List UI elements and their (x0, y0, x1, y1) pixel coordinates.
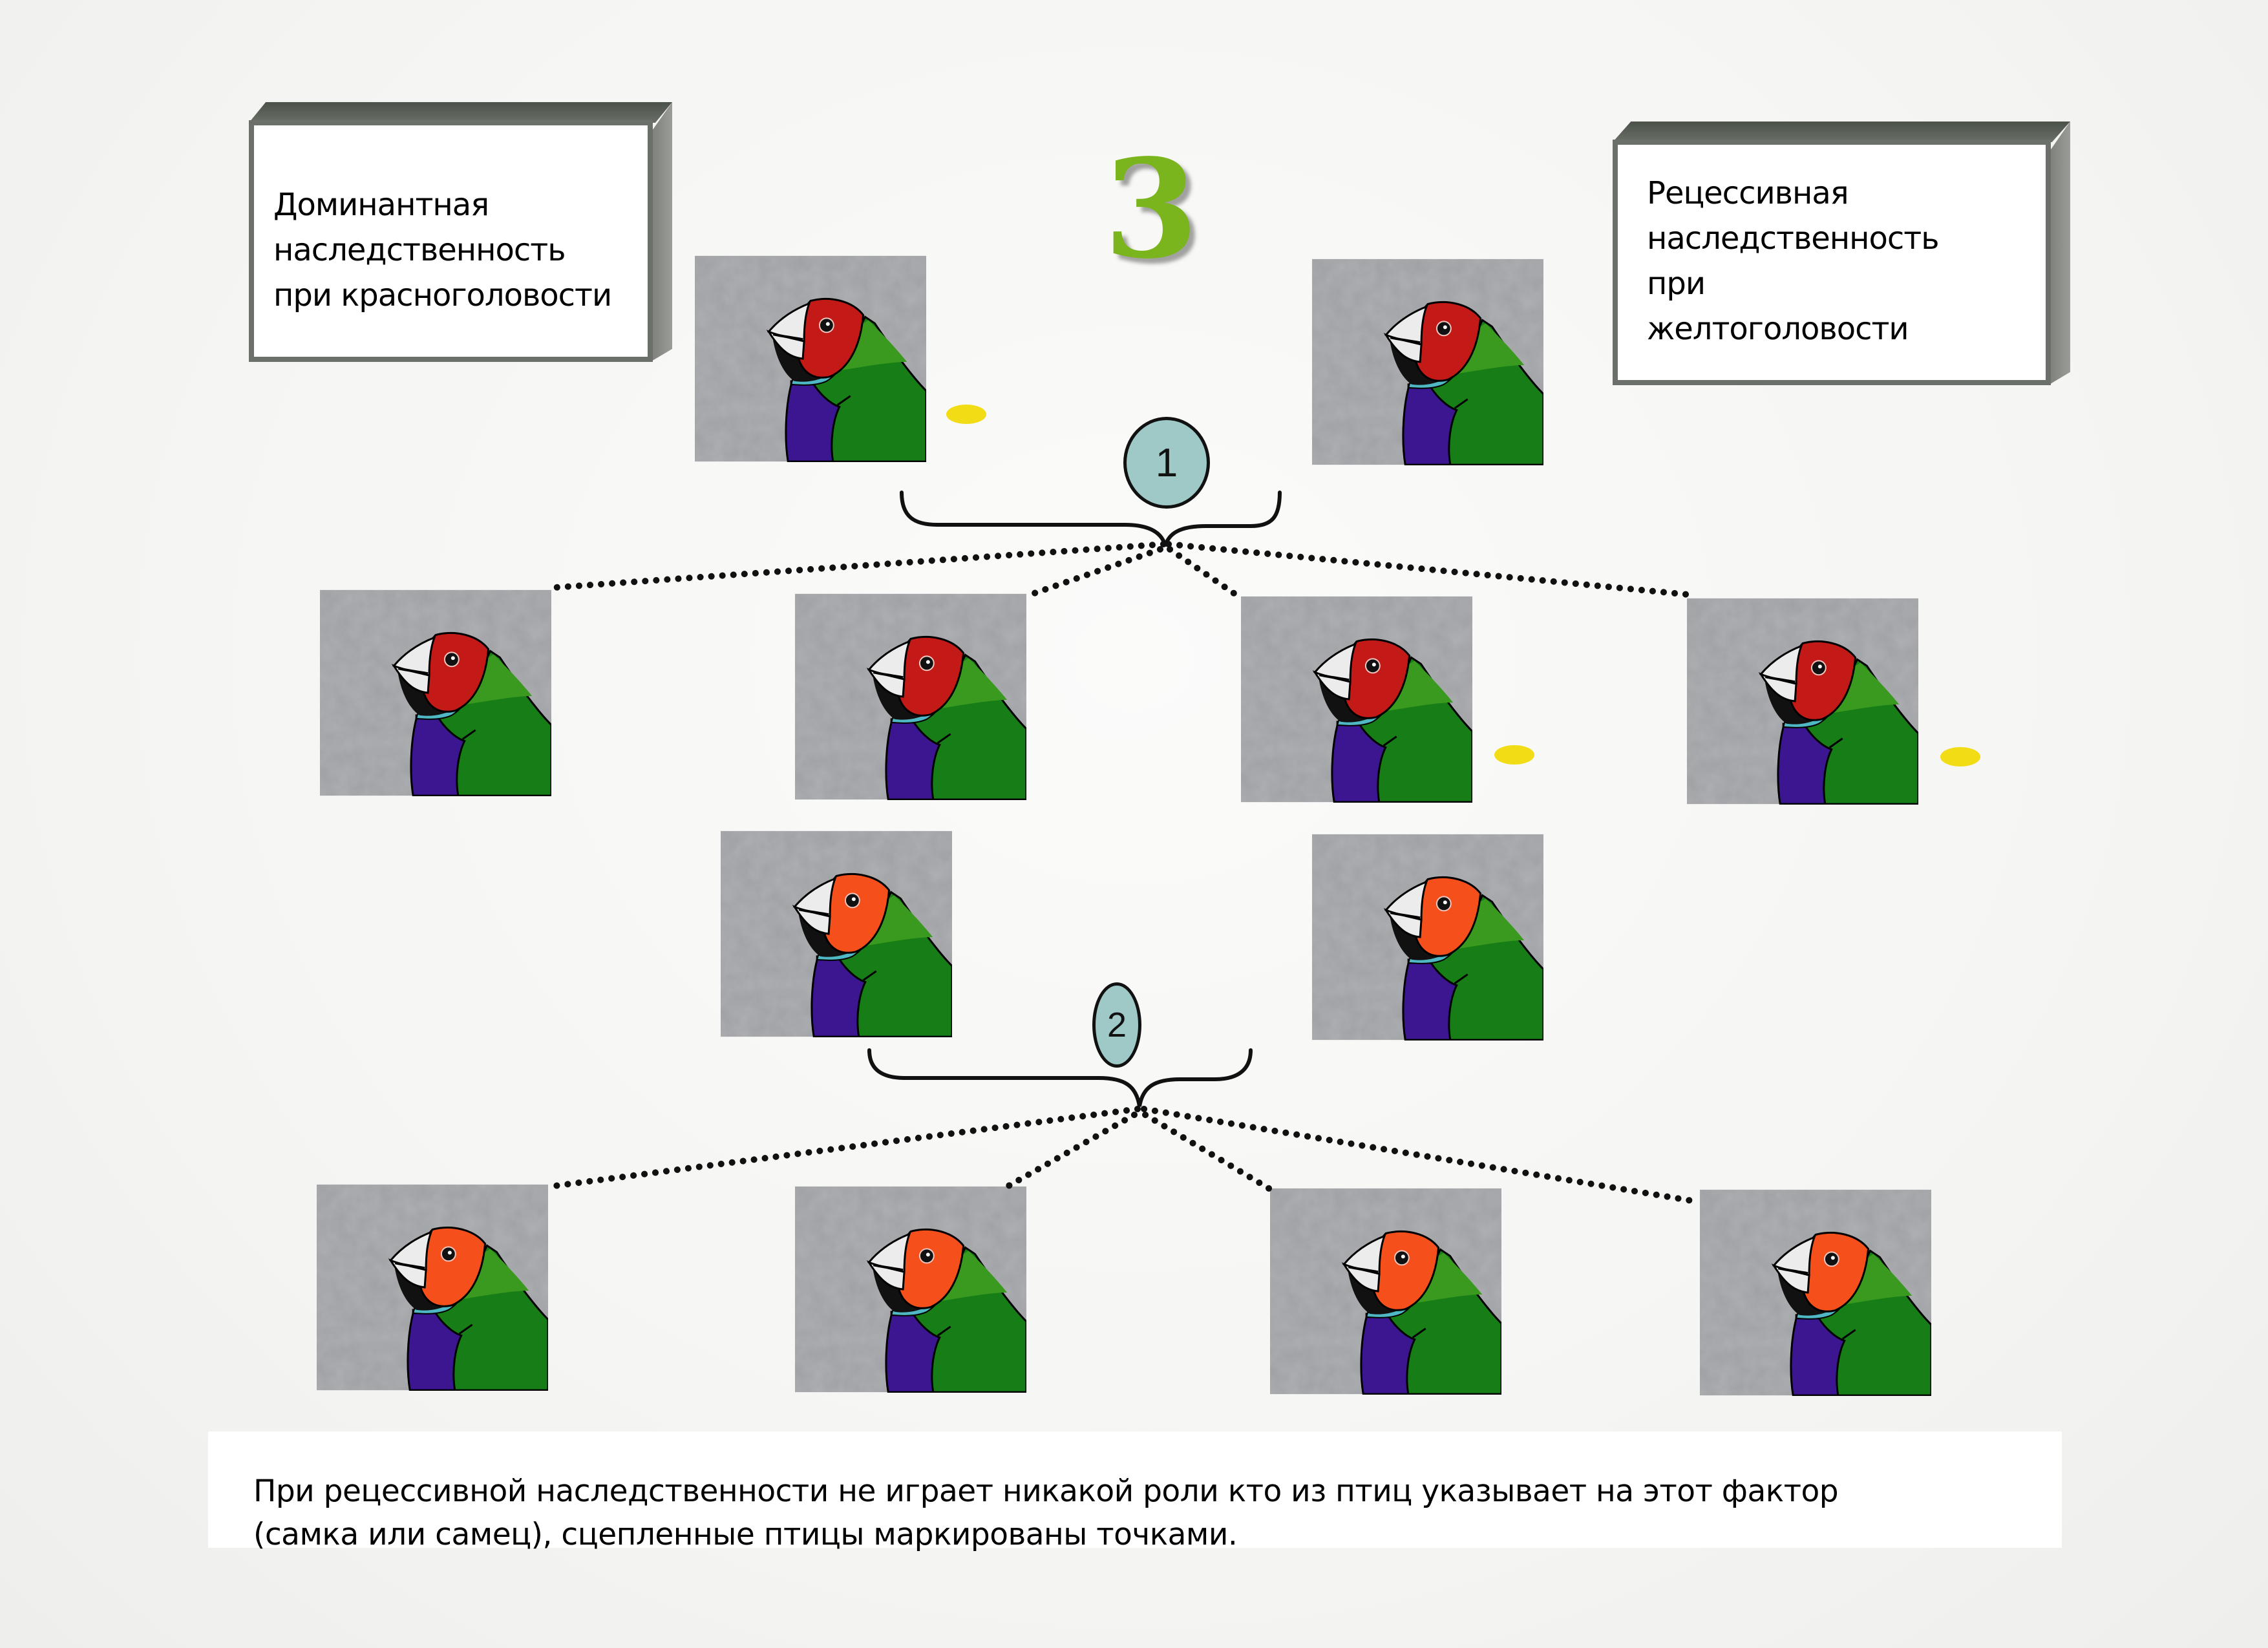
recessive-label-box: Рецессивная наследственность при желтого… (1613, 121, 2070, 385)
bird-offspring-1-2 (795, 593, 1026, 800)
orange-headed-bird-icon (1700, 1189, 1931, 1396)
orange-headed-bird-icon (795, 1186, 1026, 1393)
orange-headed-bird-icon (1312, 834, 1543, 1041)
recessive-label-line-3: при (1647, 266, 1706, 302)
bird-parent-2-2 (1312, 834, 1543, 1041)
dominant-label-line-1: Доминантная (273, 187, 489, 223)
linked-marker-dot (946, 405, 986, 424)
box-face: Доминантная наследственность при красног… (249, 120, 653, 362)
recessive-label-line-2: наследственность (1647, 220, 1940, 257)
stage-number: 3 (1104, 129, 1199, 289)
bird-parent-2 (1312, 259, 1543, 465)
bird-offspring-2-4 (1700, 1189, 1931, 1396)
recessive-label-line-1: Рецессивная (1647, 175, 1849, 211)
bird-offspring-2-1 (317, 1184, 548, 1391)
bird-offspring-2-2 (795, 1186, 1026, 1393)
dominant-label-box: Доминантная наследственность при красног… (249, 102, 672, 362)
bird-offspring-2-3 (1270, 1188, 1501, 1395)
caption-line-2: (самка или самец), сцепленные птицы марк… (253, 1517, 1238, 1552)
box-face: Рецессивная наследственность при желтого… (1613, 140, 2051, 385)
bird-offspring-1-4 (1687, 598, 1918, 805)
red-headed-bird-icon (695, 255, 926, 462)
linked-marker-dot (1494, 745, 1534, 765)
dominant-label-line-2: наследственность (273, 232, 566, 268)
bird-parent-1 (695, 255, 926, 462)
red-headed-bird-icon (1687, 598, 1918, 805)
red-headed-bird-icon (1241, 596, 1472, 803)
generation-2-badge: 2 (1092, 982, 1141, 1068)
orange-headed-bird-icon (721, 830, 952, 1037)
recessive-label-line-4: желтоголовости (1647, 311, 1909, 347)
bird-offspring-1-3 (1241, 596, 1472, 803)
box-bevel-right (650, 102, 672, 362)
linked-marker-dot (1940, 747, 1980, 766)
orange-headed-bird-icon (1270, 1188, 1501, 1395)
bird-parent-2-1 (721, 830, 952, 1037)
caption-box: При рецессивной наследственности не игра… (208, 1431, 2062, 1552)
red-headed-bird-icon (1312, 259, 1543, 465)
dominant-label-line-3: при красноголовости (273, 277, 612, 313)
box-bevel-top (249, 102, 672, 123)
red-headed-bird-icon (320, 589, 551, 796)
bird-offspring-1-1 (320, 589, 551, 796)
orange-headed-bird-icon (317, 1184, 548, 1391)
box-bevel-right (2048, 121, 2070, 385)
caption-line-1: При рецессивной наследственности не игра… (253, 1474, 1839, 1509)
box-bevel-top (1613, 121, 2070, 142)
generation-1-badge: 1 (1123, 417, 1210, 509)
red-headed-bird-icon (795, 593, 1026, 800)
